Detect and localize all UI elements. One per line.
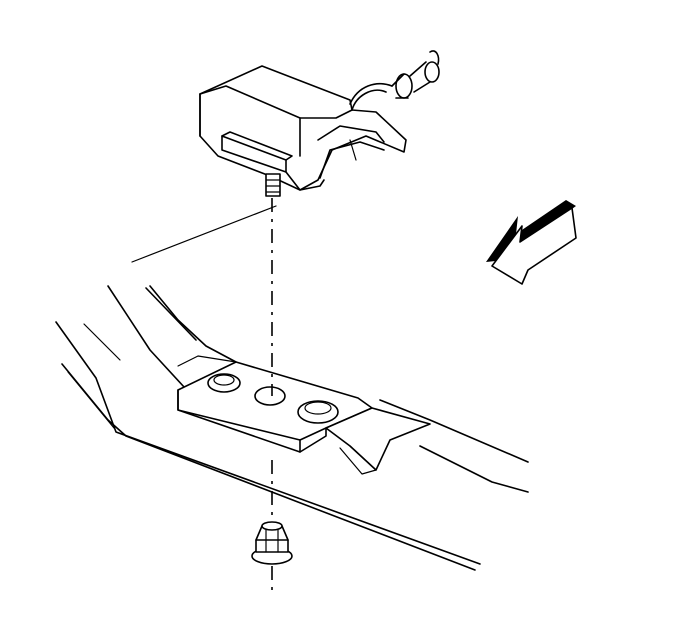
mounting-stud [265, 173, 281, 197]
flange-nut [251, 521, 293, 565]
mount-housing [199, 50, 440, 191]
front-direction-arrow-icon [486, 200, 577, 285]
mounting-bracket [177, 355, 431, 475]
leader-line [131, 205, 277, 263]
body-rail [55, 285, 529, 571]
